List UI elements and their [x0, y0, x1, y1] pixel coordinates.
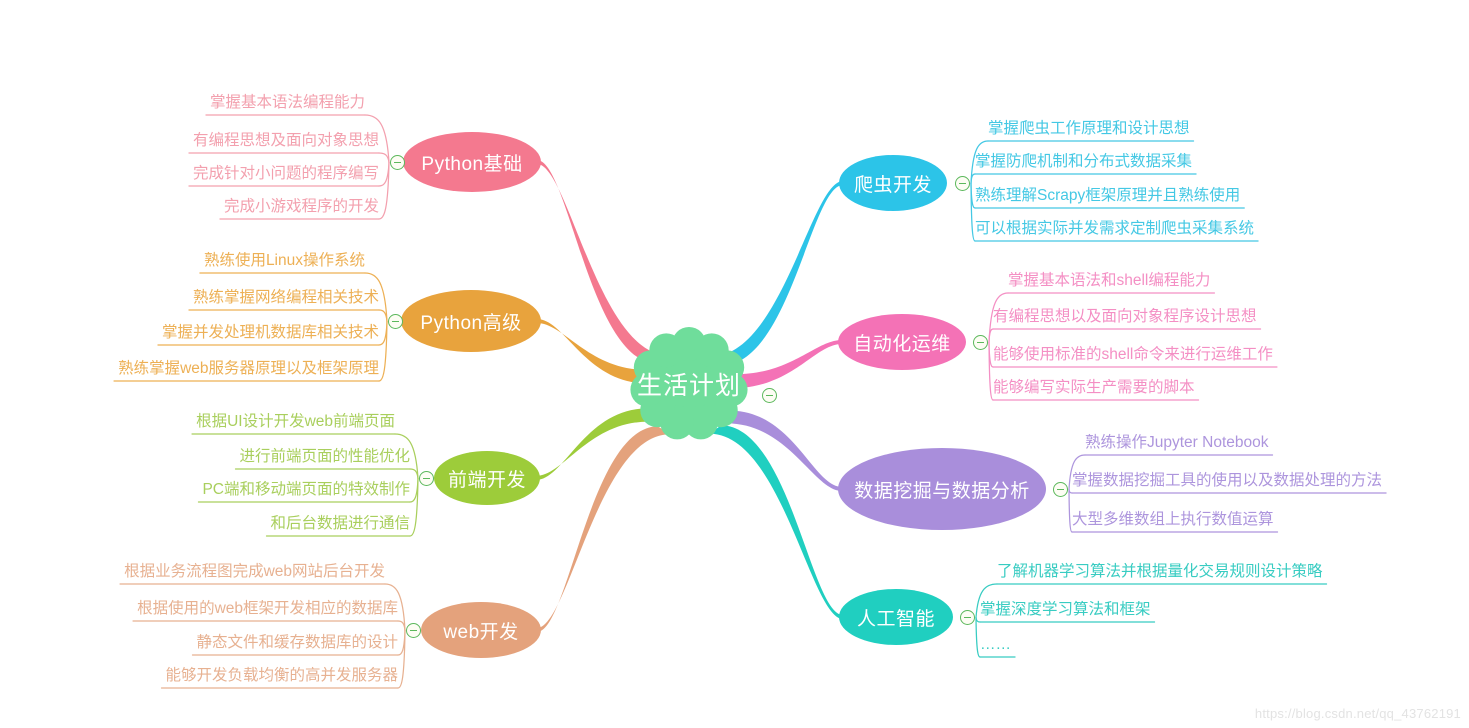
- leaf-topic[interactable]: 熟练操作Jupyter Notebook: [1085, 434, 1269, 451]
- branch-node-web[interactable]: web开发: [421, 602, 541, 658]
- branch-node-label: Python基础: [421, 153, 523, 175]
- watermark-text: https://blog.csdn.net/qq_43762191: [1254, 706, 1461, 721]
- cloud-shape-icon: [630, 327, 748, 440]
- central-collapse-toggle[interactable]: [762, 388, 777, 403]
- leaf-topic[interactable]: 能够开发负载均衡的高并发服务器: [165, 667, 398, 684]
- leaf-topic[interactable]: 能够使用标准的shell命令来进行运维工作: [993, 346, 1273, 363]
- leaf-topic[interactable]: 可以根据实际并发需求定制爬虫采集系统: [975, 220, 1255, 237]
- branch-node-python-advanced[interactable]: Python高级: [401, 290, 541, 352]
- leaf-topic[interactable]: 根据UI设计开发web前端页面: [196, 413, 395, 430]
- leaf-topic[interactable]: 根据使用的web框架开发相应的数据库: [137, 600, 398, 617]
- leaf-topic[interactable]: 掌握数据挖掘工具的使用以及数据处理的方法: [1072, 472, 1383, 489]
- leaf-topic[interactable]: 熟练使用Linux操作系统: [203, 252, 365, 269]
- leaf-topic[interactable]: 掌握基本语法编程能力: [209, 94, 365, 111]
- collapse-toggle-devops[interactable]: [973, 335, 988, 350]
- branch-node-frontend[interactable]: 前端开发: [434, 451, 540, 505]
- central-node-label: 生活计划: [636, 372, 741, 400]
- leaf-topic[interactable]: 掌握爬虫工作原理和设计思想: [988, 120, 1190, 137]
- branch-node-label: 前端开发: [447, 469, 526, 491]
- leaf-topic[interactable]: 根据业务流程图完成web网站后台开发: [124, 563, 385, 580]
- branch-node-devops[interactable]: 自动化运维: [838, 314, 966, 370]
- collapse-toggle-python-advanced[interactable]: [388, 314, 403, 329]
- leaf-topic[interactable]: 有编程思想及面向对象思想: [192, 132, 379, 149]
- leaf-topic[interactable]: 掌握并发处理机数据库相关技术: [161, 324, 379, 341]
- branch-node-spider[interactable]: 爬虫开发: [839, 155, 947, 211]
- leaf-topic[interactable]: 能够编写实际生产需要的脚本: [993, 379, 1195, 396]
- leaf-topic[interactable]: ……: [980, 636, 1011, 653]
- branch-node-label: web开发: [443, 621, 519, 643]
- branch-node-label: 爬虫开发: [853, 174, 932, 196]
- leaf-topic[interactable]: 进行前端页面的性能优化: [239, 448, 410, 465]
- collapse-toggle-frontend[interactable]: [419, 471, 434, 486]
- leaf-topic[interactable]: 大型多维数组上执行数值运算: [1072, 511, 1274, 528]
- branch-node-label: Python高级: [420, 312, 522, 334]
- leaf-topic[interactable]: 完成小游戏程序的开发: [223, 198, 379, 215]
- leaf-topic[interactable]: PC端和移动端页面的特效制作: [202, 481, 410, 498]
- collapse-toggle-python-basic[interactable]: [390, 155, 405, 170]
- branch-node-label: 人工智能: [856, 608, 935, 630]
- leaf-topic[interactable]: 熟练掌握web服务器原理以及框架原理: [118, 360, 379, 377]
- branch-node-python-basic[interactable]: Python基础: [403, 132, 541, 192]
- central-node[interactable]: 生活计划: [612, 316, 766, 452]
- branch-node-label: 数据挖掘与数据分析: [854, 480, 1030, 502]
- leaf-topic[interactable]: 掌握深度学习算法和框架: [980, 601, 1151, 618]
- branch-node-data-mining[interactable]: 数据挖掘与数据分析: [838, 448, 1046, 530]
- collapse-toggle-data-mining[interactable]: [1053, 482, 1068, 497]
- leaf-topic[interactable]: 有编程思想以及面向对象程序设计思想: [993, 308, 1257, 325]
- leaf-topic[interactable]: 完成针对小问题的程序编写: [192, 165, 379, 182]
- leaf-topic[interactable]: 静态文件和缓存数据库的设计: [196, 634, 398, 651]
- leaf-topic[interactable]: 和后台数据进行通信: [270, 515, 410, 532]
- branch-node-ai[interactable]: 人工智能: [839, 589, 953, 645]
- collapse-toggle-ai[interactable]: [960, 610, 975, 625]
- leaf-topic[interactable]: 掌握基本语法和shell编程能力: [1008, 272, 1211, 289]
- collapse-toggle-spider[interactable]: [955, 176, 970, 191]
- leaf-topic[interactable]: 熟练理解Scrapy框架原理并且熟练使用: [975, 187, 1241, 204]
- collapse-toggle-web[interactable]: [406, 623, 421, 638]
- leaf-topic[interactable]: 掌握防爬机制和分布式数据采集: [975, 153, 1193, 170]
- branch-node-label: 自动化运维: [853, 333, 951, 355]
- leaf-topic[interactable]: 熟练掌握网络编程相关技术: [192, 289, 379, 306]
- leaf-topic[interactable]: 了解机器学习算法并根据量化交易规则设计策略: [997, 563, 1323, 580]
